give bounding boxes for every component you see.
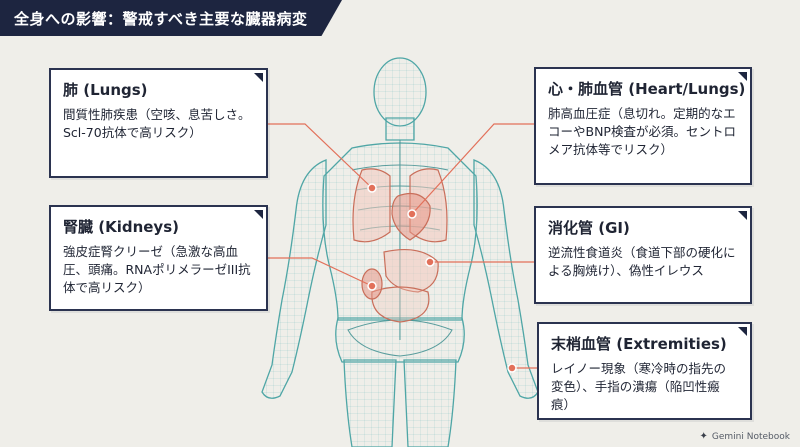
card-heart-text: 肺高血圧症（息切れ。定期的なエコーやBNP検査が必須。セントロメア抗体等でリスク…: [548, 106, 736, 157]
card-extremities-text: レイノー現象（寒冷時の指先の変色）、手指の潰瘍（陥凹性瘢痕）: [551, 361, 727, 412]
organs: [352, 168, 448, 323]
card-gi: 消化管 (GI) 逆流性食道炎（食道下部の硬化による胸焼け）、偽性イレウス: [534, 206, 752, 304]
card-extremities: 末梢血管 (Extremities) レイノー現象（寒冷時の指先の変色）、手指の…: [537, 322, 752, 420]
page-title: 全身への影響：警戒すべき主要な臓器病変: [0, 0, 342, 36]
card-kidneys: 腎臓 (Kidneys) 強皮症腎クリーゼ（急激な高血圧、頭痛。RNAポリメラー…: [49, 205, 268, 311]
card-gi-title: 消化管 (GI): [548, 219, 630, 237]
connector-dots: [367, 183, 517, 373]
brand-watermark: ✦ Gemini Notebook: [700, 431, 790, 442]
card-kidneys-text: 強皮症腎クリーゼ（急激な高血圧、頭痛。RNAポリメラーゼIII抗体で高リスク）: [63, 244, 251, 295]
card-lungs-title: 肺 (Lungs): [63, 81, 148, 99]
sparkle-icon: ✦: [699, 431, 708, 442]
card-lungs: 肺 (Lungs) 間質性肺疾患（空咳、息苦しさ。Scl-70抗体で高リスク）: [49, 68, 268, 178]
card-lungs-text: 間質性肺疾患（空咳、息苦しさ。Scl-70抗体で高リスク）: [63, 107, 251, 140]
page-title-text: 全身への影響：警戒すべき主要な臓器病変: [14, 9, 308, 28]
brand-name: Gemini Notebook: [711, 431, 790, 442]
card-kidneys-title: 腎臓 (Kidneys): [63, 218, 179, 236]
connectors: [268, 123, 537, 369]
card-gi-text: 逆流性食道炎（食道下部の硬化による胸焼け）、偽性イレウス: [548, 245, 736, 278]
card-extremities-title: 末梢血管 (Extremities): [551, 335, 727, 353]
card-heart: 心・肺血管 (Heart/Lungs) 肺高血圧症（息切れ。定期的なエコーやBN…: [534, 67, 752, 185]
card-heart-title: 心・肺血管 (Heart/Lungs): [548, 80, 746, 98]
